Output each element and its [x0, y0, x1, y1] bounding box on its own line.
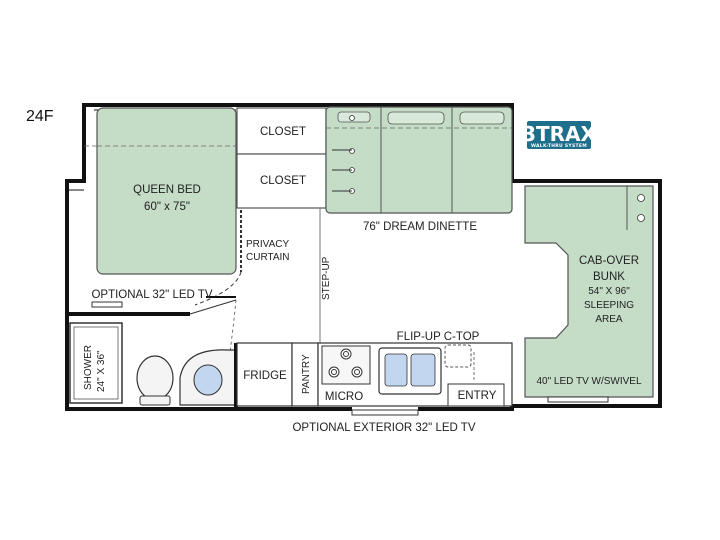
- bedroom-optional-tv: OPTIONAL 32" LED TV: [91, 289, 213, 308]
- cabover-line1: CAB-OVER: [579, 255, 639, 267]
- swivel-tv-label: 40" LED TV W/SWIVEL: [536, 376, 642, 387]
- privacy-curtain: PRIVACY CURTAIN: [194, 210, 290, 306]
- fridge: FRIDGE: [236, 342, 293, 407]
- cabover-line5: AREA: [595, 314, 623, 325]
- dinette-label: 76" DREAM DINETTE: [363, 221, 477, 233]
- outer-walls: [65, 103, 662, 411]
- swivel-tv: 40" LED TV W/SWIVEL: [536, 376, 642, 403]
- queen-bed: QUEEN BED 60" x 75": [84, 107, 237, 275]
- entry-label: ENTRY: [458, 390, 497, 402]
- cabover-bunk: CAB-OVER BUNK 54" X 96" SLEEPING AREA: [524, 185, 654, 398]
- flip-up-countertop: [444, 344, 472, 368]
- stove-cooktop: [321, 345, 371, 385]
- exterior-tv-label: OPTIONAL EXTERIOR 32" LED TV: [292, 422, 475, 434]
- closet-bottom-label: CLOSET: [260, 175, 306, 187]
- cabover-line2: BUNK: [593, 271, 625, 283]
- queen-bed-size: 60" x 75": [144, 201, 190, 213]
- bath-sink: [179, 349, 237, 406]
- cabover-line3: 54" X 96": [588, 286, 630, 297]
- bath-door: [189, 299, 237, 315]
- closet-top-label: CLOSET: [260, 126, 306, 138]
- cabover-line4: SLEEPING: [584, 300, 634, 311]
- closets: CLOSET CLOSET: [236, 107, 327, 209]
- toilet: [136, 355, 174, 406]
- pantry: PANTRY: [291, 342, 319, 407]
- dinette: 76" DREAM DINETTE: [325, 106, 513, 233]
- fridge-label: FRIDGE: [243, 370, 287, 382]
- privacy-curtain-line1: PRIVACY: [246, 239, 289, 250]
- bedroom-tv-label: OPTIONAL 32" LED TV: [91, 289, 212, 301]
- logo-tag-text: WALK-THRU SYSTEM: [531, 143, 587, 149]
- step-up-label: STEP-UP: [321, 256, 332, 300]
- queen-bed-label: QUEEN BED: [133, 184, 201, 196]
- pantry-label: PANTRY: [301, 354, 312, 394]
- entry: ENTRY: [447, 352, 505, 407]
- model-label: 24F: [26, 108, 54, 125]
- shower: SHOWER 24" X 36": [69, 322, 123, 404]
- exterior-tv: OPTIONAL EXTERIOR 32" LED TV: [292, 409, 476, 434]
- shower-line2: 24" X 36": [96, 350, 107, 392]
- micro-label: MICRO: [325, 391, 363, 403]
- three-trax-logo: 3TRAX WALK-THRU SYSTEM: [522, 121, 597, 149]
- logo-main-text: 3TRAX: [522, 122, 596, 146]
- flip-up-label: FLIP-UP C-TOP: [397, 331, 480, 343]
- kitchen-sink: [378, 347, 442, 395]
- shower-line1: SHOWER: [83, 345, 94, 390]
- privacy-curtain-line2: CURTAIN: [246, 252, 290, 263]
